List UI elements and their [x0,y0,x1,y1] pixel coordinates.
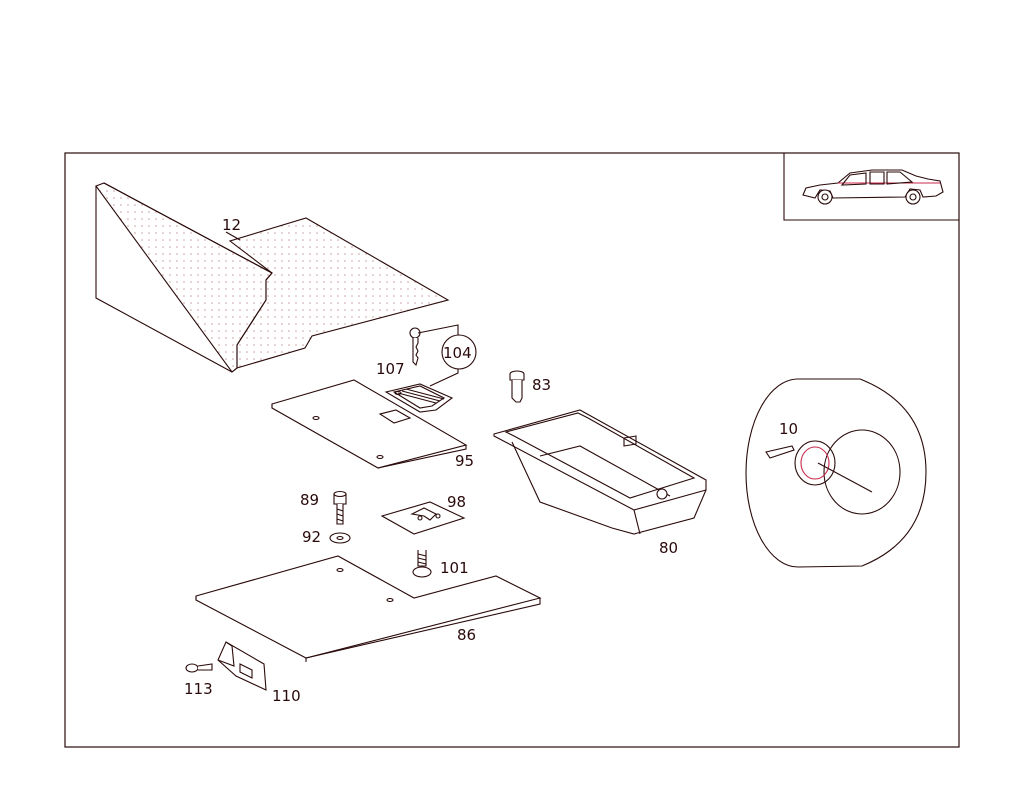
callout-80: 80 [659,539,678,557]
part-12-trunk-carpet [95,182,450,373]
callout-101: 101 [440,559,469,577]
part-104-lock-insert [384,383,454,413]
callout-98: 98 [447,493,466,511]
callout-12: 12 [222,216,241,234]
callout-92: 92 [302,528,321,546]
callout-89: 89 [300,491,319,509]
part-101-screw [412,550,432,578]
callout-83: 83 [532,376,551,394]
diagram-frame [64,152,960,748]
part-95-cover-plate [271,379,468,469]
vehicle-thumbnail [783,153,959,221]
callout-10: 10 [779,420,798,438]
callout-110: 110 [272,687,301,705]
callout-107: 107 [376,360,405,378]
part-92-washer [329,532,351,544]
part-80-storage-tray [493,409,707,535]
callout-104: 104 [443,344,472,362]
callout-104-circle [441,334,477,370]
part-110-bracket [217,641,267,691]
part-107-key-icon [409,327,421,367]
sedan-car-icon [802,169,944,205]
part-86-floor-panel [195,555,542,662]
part-113-screw [185,663,213,673]
part-83-clip [509,370,525,403]
callout-86: 86 [457,626,476,644]
part-10-spare-wheel [745,378,927,568]
part-89-bolt [333,490,347,525]
callout-95: 95 [455,452,474,470]
callout-113: 113 [184,680,213,698]
part-98-bracket-plate [380,501,466,535]
